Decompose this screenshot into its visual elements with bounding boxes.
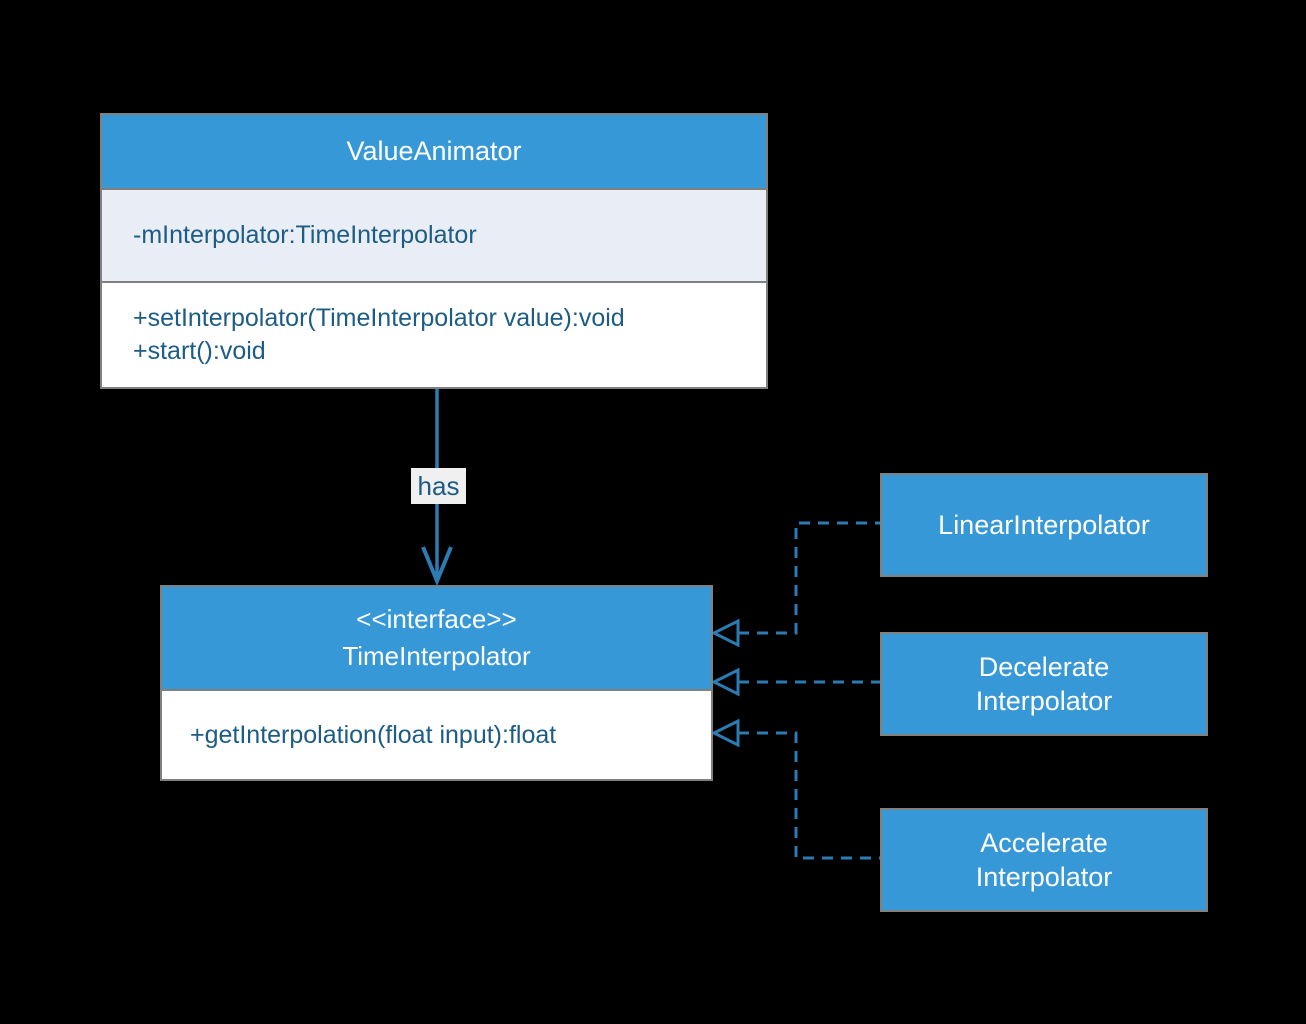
class-name-decelerate-line2: Interpolator	[975, 686, 1113, 716]
method-start: +start():void	[133, 337, 266, 365]
interface-header-timeinterpolator: <<interface>> TimeInterpolator	[162, 587, 711, 691]
class-name-accelerate-line2: Interpolator	[975, 862, 1113, 892]
realization-arrowhead-accelerate-icon	[710, 718, 740, 748]
methods-compartment-valueanimator: +setInterpolator(TimeInterpolator value)…	[102, 283, 766, 387]
realization-line-accelerate	[738, 731, 880, 860]
association-arrowhead-icon	[421, 546, 453, 587]
class-node-decelerateinterpolator: Decelerate Interpolator	[880, 632, 1208, 736]
class-name-valueanimator: ValueAnimator	[102, 115, 766, 190]
method-setinterpolator: +setInterpolator(TimeInterpolator value)…	[133, 304, 625, 332]
attribute-minterpolator: -mInterpolator:TimeInterpolator	[102, 190, 766, 283]
class-name-accelerate-line1: Accelerate	[980, 828, 1108, 858]
realization-arrowhead-decelerate-icon	[710, 667, 740, 697]
association-label-has: has	[411, 468, 466, 504]
class-node-linearinterpolator: LinearInterpolator	[880, 473, 1208, 577]
class-name-linearinterpolator: LinearInterpolator	[938, 510, 1150, 540]
method-getinterpolation: +getInterpolation(float input):float	[162, 691, 711, 779]
interface-node-timeinterpolator: <<interface>> TimeInterpolator +getInter…	[160, 585, 713, 781]
interface-name-timeinterpolator: TimeInterpolator	[342, 641, 531, 671]
class-node-accelerateinterpolator: Accelerate Interpolator	[880, 808, 1208, 912]
realization-line-linear	[738, 521, 880, 635]
interface-stereotype: <<interface>>	[356, 604, 517, 634]
class-node-valueanimator: ValueAnimator -mInterpolator:TimeInterpo…	[100, 113, 768, 389]
realization-arrowhead-linear-icon	[710, 618, 740, 648]
class-name-decelerate-line1: Decelerate	[978, 652, 1110, 682]
